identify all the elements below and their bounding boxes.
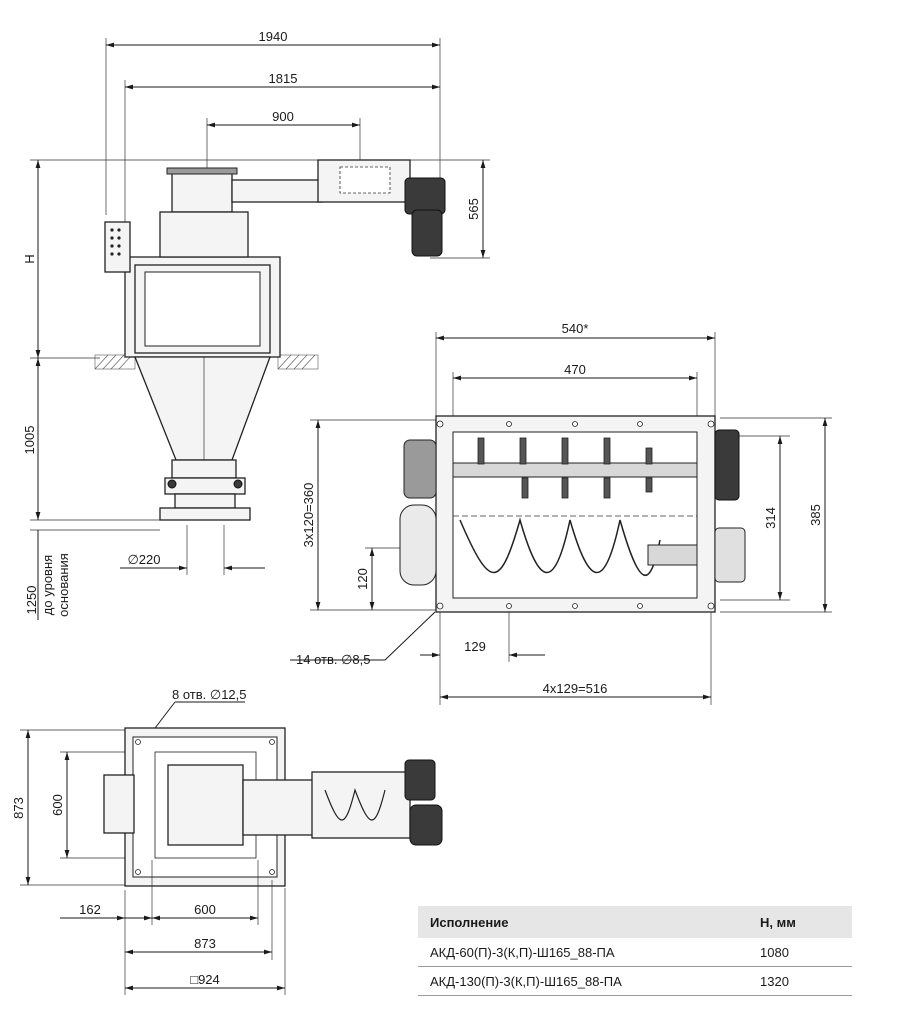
cell-h: 1320 (748, 966, 852, 996)
dim-plan-600-v: 600 (50, 794, 65, 816)
dim-129: 129 (464, 639, 486, 654)
dim-470: 470 (564, 362, 586, 377)
note-base-level-1: до уровня (40, 555, 55, 615)
spec-table: Исполнение H, мм АКД-60(П)-3(К,П)-Ш165_8… (418, 906, 852, 996)
dim-3x120: 3x120=360 (301, 483, 316, 548)
col-header-h: H, мм (748, 906, 852, 938)
dim-1250: 1250 (24, 586, 39, 615)
note-base-level-2: основания (56, 553, 71, 617)
dim-314: 314 (763, 507, 778, 529)
dim-plan-873-v: 873 (11, 797, 26, 819)
note-14-holes: 14 отв. ∅8,5 (296, 652, 371, 667)
dim-H: H (22, 254, 37, 263)
dim-120: 120 (355, 568, 370, 590)
spec-table-header: Исполнение H, мм (418, 906, 852, 938)
dim-1940: 1940 (259, 29, 288, 44)
dim-385: 385 (808, 504, 823, 526)
cell-model: АКД-60(П)-3(К,П)-Ш165_88-ПА (418, 938, 748, 967)
note-8-holes: 8 отв. ∅12,5 (172, 687, 247, 702)
plan-view: 8 отв. ∅12,5 873 600 (11, 687, 443, 995)
cell-model: АКД-130(П)-3(К,П)-Ш165_88-ПА (418, 966, 748, 996)
feeder-view: 540* 470 3x120=360 120 314 385 (290, 321, 832, 705)
table-row: АКД-130(П)-3(К,П)-Ш165_88-ПА 1320 (418, 966, 852, 996)
dim-1815: 1815 (269, 71, 298, 86)
dim-d220: ∅220 (127, 552, 160, 567)
dim-plan-924: □924 (190, 972, 220, 987)
cell-h: 1080 (748, 938, 852, 967)
side-view: 1940 1815 900 565 H 1005 1250 до уровня … (22, 29, 490, 620)
dim-plan-600-h: 600 (194, 902, 216, 917)
dim-plan-162: 162 (79, 902, 101, 917)
dim-900: 900 (272, 109, 294, 124)
col-header-model: Исполнение (418, 906, 748, 938)
dim-plan-873-h: 873 (194, 936, 216, 951)
table-row: АКД-60(П)-3(К,П)-Ш165_88-ПА 1080 (418, 938, 852, 967)
dim-540: 540* (562, 321, 589, 336)
dim-1005: 1005 (22, 426, 37, 455)
dim-565: 565 (466, 198, 481, 220)
dim-4x129: 4x129=516 (543, 681, 608, 696)
